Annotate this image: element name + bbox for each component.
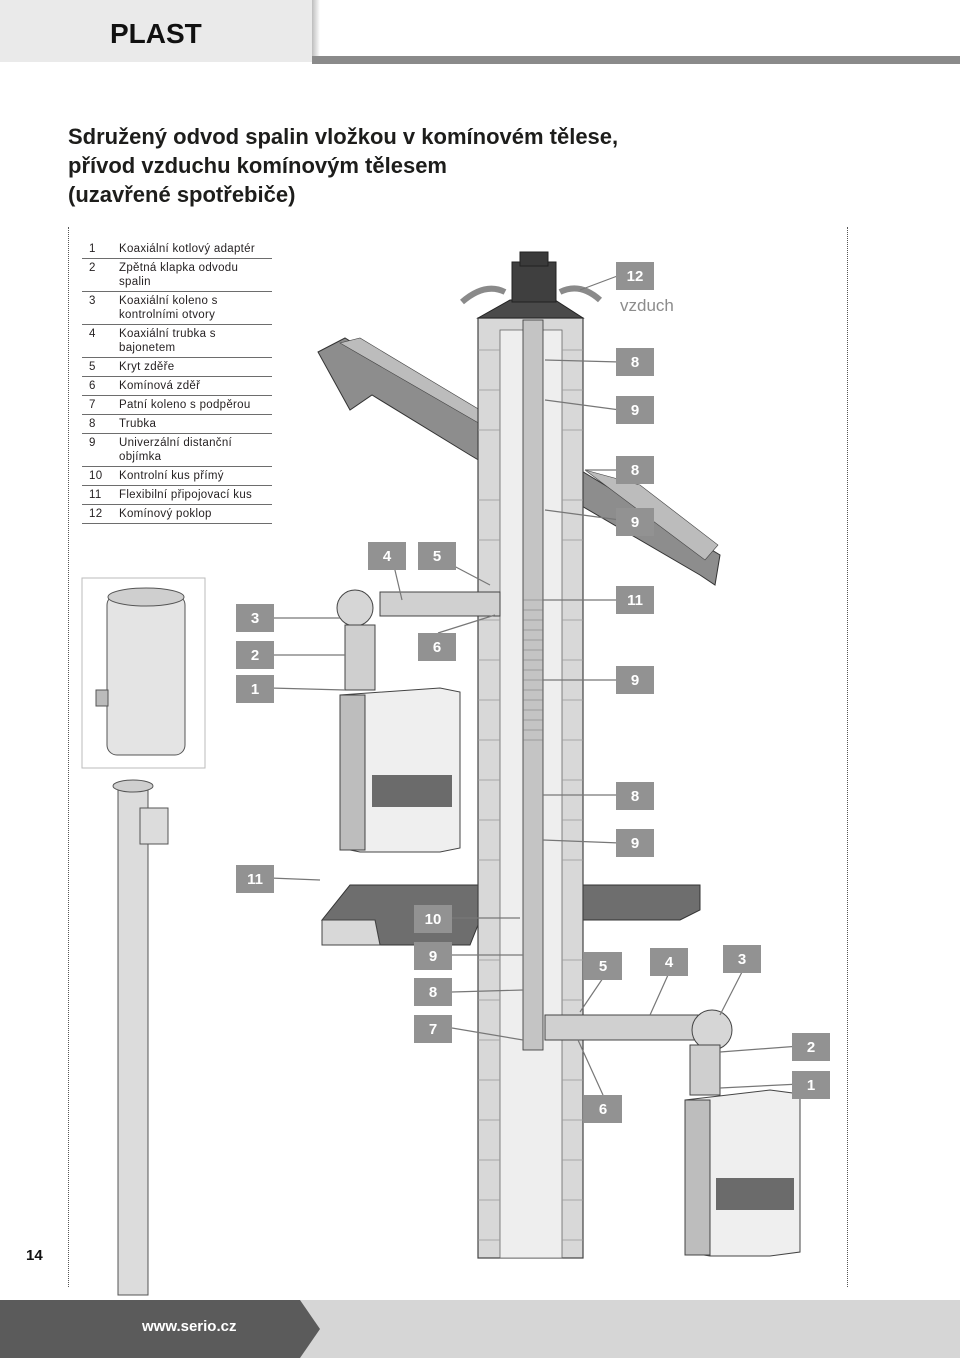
diagram-label: 9 [616, 829, 654, 857]
diagram-label: 9 [616, 396, 654, 424]
diagram-label: 9 [616, 666, 654, 694]
diagram-label: 2 [236, 641, 274, 669]
upper-boiler-side [339, 694, 366, 851]
boiler-adapter-top [107, 587, 185, 607]
diagram-label: 5 [584, 952, 622, 980]
diagram-label: 10 [414, 905, 452, 933]
diagram-label: 9 [414, 942, 452, 970]
right-dotted-rule [847, 227, 848, 1287]
air-arrow-right [558, 285, 603, 303]
upper-boiler-panel [372, 775, 452, 807]
diagram-label: 4 [650, 948, 688, 976]
boiler-adapter-port [95, 689, 109, 707]
diagram-label: 7 [414, 1015, 452, 1043]
lower-elbow [691, 1009, 733, 1051]
chimney-brick-lines [478, 349, 583, 1241]
boiler-adapter [106, 594, 186, 756]
flexible-connector [117, 784, 149, 1296]
page-number: 14 [26, 1247, 43, 1264]
upper-vertical-pipe [344, 624, 376, 691]
air-arrow-left [460, 285, 507, 305]
diagram-label: 11 [616, 586, 654, 614]
diagram-label: 6 [418, 633, 456, 661]
title-line-1: Sdružený odvod spalin vložkou v komínové… [68, 124, 619, 149]
air-label: vzduch [620, 296, 674, 315]
upper-horizontal-pipe [379, 591, 501, 617]
diagram-label: 1 [236, 675, 274, 703]
diagram-label: 3 [236, 604, 274, 632]
flexible-connector-branch [139, 807, 169, 845]
diagram-label: 8 [616, 782, 654, 810]
leader-lines [269, 274, 801, 1096]
component-frame [81, 577, 206, 769]
header-tab [0, 0, 312, 62]
flue-pipe [522, 319, 544, 1051]
header-bar [312, 56, 960, 64]
diagram-label: 4 [368, 542, 406, 570]
diagram-label: 8 [414, 978, 452, 1006]
diagram-label: 12 [616, 262, 654, 290]
upper-elbow [336, 589, 374, 627]
footer-url[interactable]: www.serio.cz [142, 1318, 237, 1335]
flexible-connector-top [112, 779, 154, 793]
diagram-label: 9 [616, 508, 654, 536]
header-tab-shadow [312, 0, 320, 62]
chimney-cowl [511, 261, 557, 303]
title-line-2: přívod vzduchu komínovým tělesem [68, 153, 447, 178]
diagram-label: 1 [792, 1071, 830, 1099]
title-line-3: (uzavřené spotřebiče) [68, 182, 296, 207]
page-title: Sdružený odvod spalin vložkou v komínové… [68, 122, 708, 209]
flue-pipe-corrugation [523, 599, 543, 741]
chimney-cowl-cap [519, 251, 549, 267]
footer-dark-band [0, 1300, 300, 1358]
diagram-label: 8 [616, 456, 654, 484]
floor-slab-edge [321, 919, 381, 946]
diagram-label: 5 [418, 542, 456, 570]
diagram-label: 2 [792, 1033, 830, 1061]
diagram-label: 8 [616, 348, 654, 376]
lower-boiler-side [684, 1099, 711, 1256]
diagram-label: 3 [723, 945, 761, 973]
diagram-label: 11 [236, 865, 274, 893]
lower-horizontal-pipe [544, 1014, 721, 1041]
left-dotted-rule [68, 227, 69, 1287]
diagram-label: 6 [584, 1095, 622, 1123]
section-title: PLAST [110, 18, 202, 49]
lower-vertical-pipe [689, 1044, 721, 1096]
lower-boiler-panel [716, 1178, 794, 1210]
footer-arrow [300, 1300, 320, 1358]
